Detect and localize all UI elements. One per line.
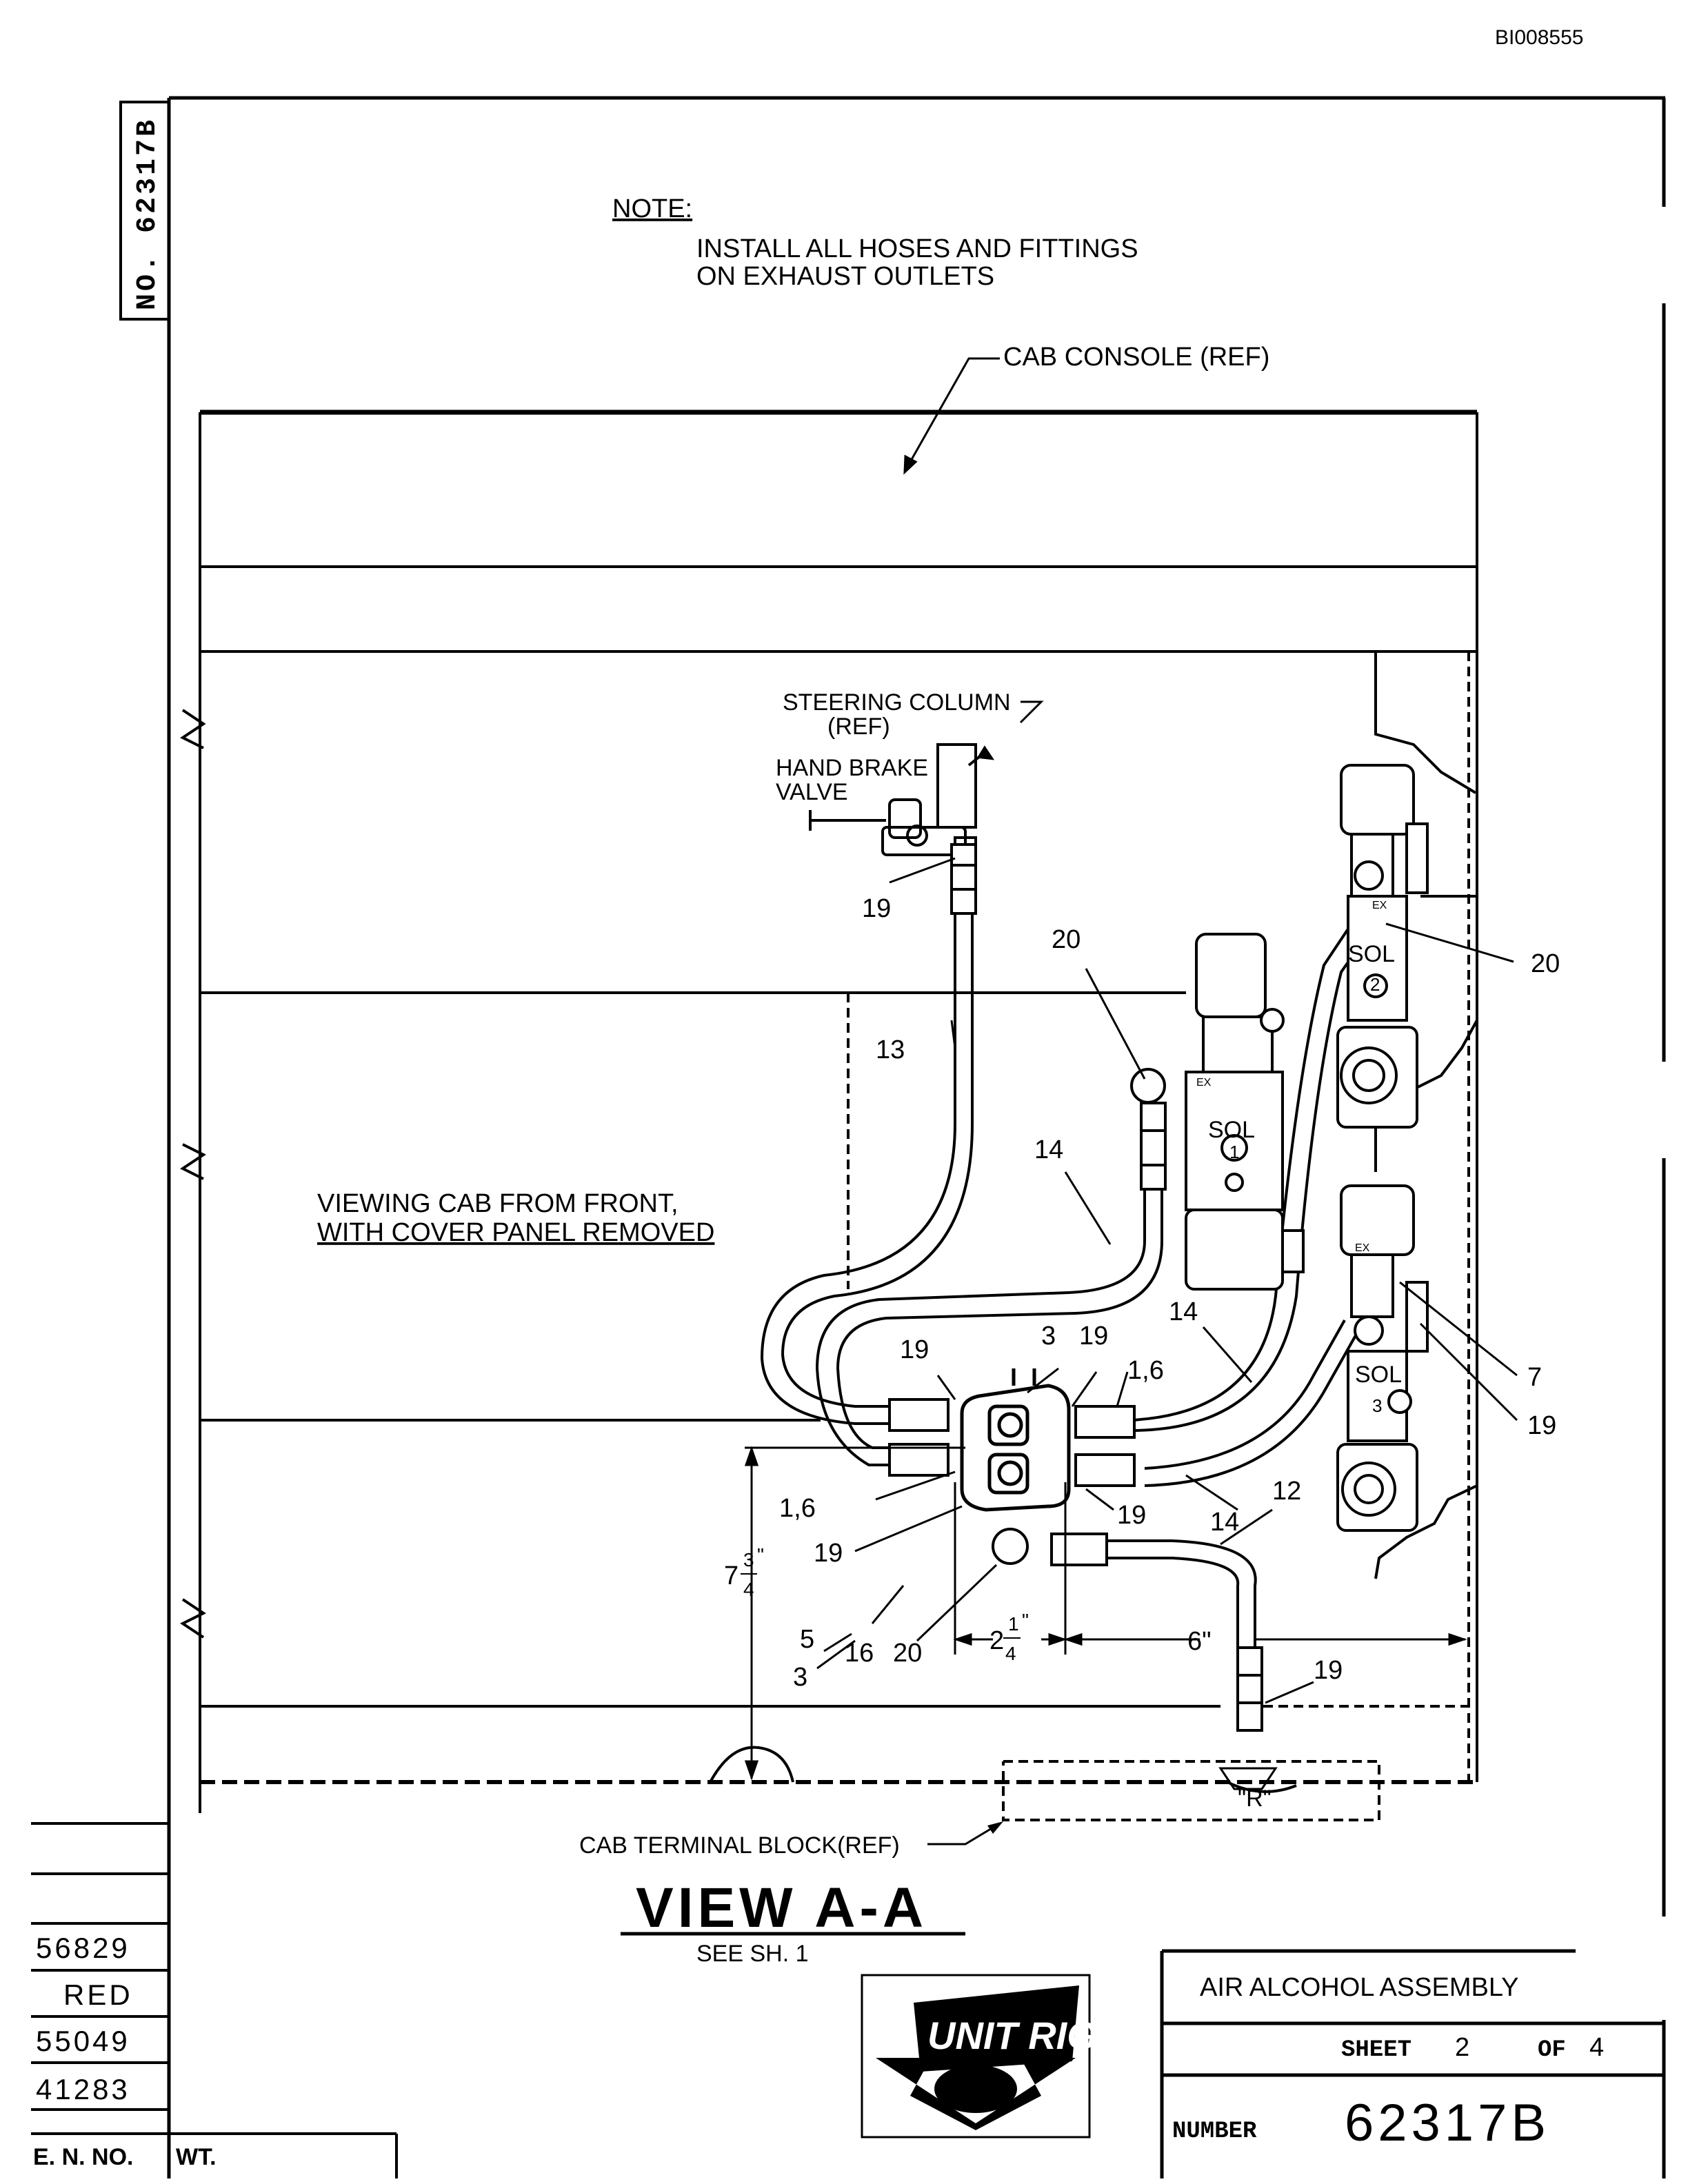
solenoid-valve-2 — [1336, 764, 1429, 1129]
cab-terminal-block-label: CAB TERMINAL BLOCK(REF) — [579, 1832, 900, 1859]
sol2-ex: EX — [1372, 900, 1387, 911]
dimension-lines — [744, 1446, 1467, 1781]
hand-brake-label-1: HAND BRAKE — [776, 755, 928, 781]
steering-column-leader — [1019, 700, 1044, 724]
revision-row-1: 56829 — [36, 1932, 130, 1964]
item-1-6-right: 1,6 — [1127, 1356, 1164, 1385]
wt-label: WT. — [176, 2144, 217, 2170]
item-16: 16 — [845, 1639, 874, 1668]
terminal-block-arrow — [987, 1821, 1003, 1834]
hose-fittings — [888, 843, 1263, 1732]
sol2-number: 2 — [1370, 974, 1380, 995]
terminal-block-leader — [927, 1822, 1001, 1846]
dim-6: 6" — [1187, 1627, 1212, 1656]
sol1-number: 1 — [1229, 1142, 1239, 1162]
item-7: 7 — [1527, 1363, 1542, 1392]
item-19-left: 19 — [900, 1335, 929, 1364]
sol3-label: SOL — [1355, 1362, 1402, 1388]
hand-brake-label-2: VALVE — [776, 779, 848, 805]
unit-rig-logo: UNIT RIG — [861, 1974, 1097, 2138]
steering-column-label-2: (REF) — [827, 714, 890, 740]
view-title: VIEW A-A — [636, 1877, 927, 1939]
revision-row-2: RED — [63, 1979, 133, 2011]
view-see-sheet: SEE SH. 1 — [696, 1941, 809, 1967]
item-13: 13 — [876, 1035, 905, 1064]
viewing-note-2: WITH COVER PANEL REMOVED — [317, 1218, 714, 1247]
solenoid-valve-3 — [1336, 1184, 1429, 1532]
item-14-a: 14 — [1034, 1135, 1063, 1164]
revision-row-3: 55049 — [36, 2025, 130, 2057]
of-label: OF — [1538, 2037, 1566, 2063]
item-1-6-left: 1,6 — [779, 1494, 816, 1523]
dim-2-inch: " — [1022, 1610, 1029, 1631]
sol2-label: SOL — [1348, 941, 1395, 967]
dim-2-den: 4 — [1005, 1643, 1016, 1664]
dim-7-den: 4 — [743, 1579, 754, 1600]
sheet-total: 4 — [1589, 2033, 1604, 2062]
item-14-b: 14 — [1169, 1297, 1198, 1326]
note-line-1: INSTALL ALL HOSES AND FITTINGS — [696, 234, 1138, 263]
dim-7-num: 3 — [743, 1549, 754, 1570]
item-19-bottom: 19 — [1314, 1656, 1343, 1685]
dim-2-whole: 2 — [989, 1626, 1004, 1655]
item-20-right: 20 — [1531, 949, 1560, 978]
sol3-ex: EX — [1355, 1242, 1370, 1254]
manifold-block — [960, 1368, 1071, 1512]
item-12: 12 — [1272, 1477, 1301, 1506]
title-block-title: AIR ALCOHOL ASSEMBLY — [1200, 1973, 1519, 2002]
dim-7-inch: " — [757, 1544, 764, 1566]
sol1-label: SOL — [1208, 1117, 1255, 1143]
document-id: BI008555 — [1495, 26, 1583, 49]
dim-7-whole: 7 — [724, 1561, 738, 1590]
item-20-mid: 20 — [1052, 925, 1081, 954]
sol1-ex: EX — [1196, 1077, 1212, 1089]
note-heading: NOTE: — [612, 194, 692, 223]
sol3-number: 3 — [1372, 1395, 1382, 1416]
drawing-number: 62317B — [1345, 2094, 1550, 2152]
revision-row-4: 41283 — [36, 2073, 130, 2105]
item-19-right: 19 — [1527, 1411, 1556, 1440]
cab-structure — [199, 410, 1478, 1821]
drawing-number-vertical: NO. 62317B — [132, 117, 163, 310]
viewing-note-1: VIEWING CAB FROM FRONT, — [317, 1189, 679, 1218]
item-14-c: 14 — [1210, 1508, 1239, 1537]
item-19-topmid: 19 — [1079, 1322, 1108, 1351]
item-20-bottom: 20 — [893, 1639, 922, 1668]
revision-block — [31, 1822, 398, 2178]
item-19-top: 19 — [862, 894, 891, 923]
note-line-2: ON EXHAUST OUTLETS — [696, 262, 994, 291]
number-label: NUMBER — [1172, 2119, 1257, 2145]
break-symbols — [180, 709, 206, 1639]
steering-column — [936, 743, 995, 829]
sheet-label: SHEET — [1341, 2037, 1411, 2063]
item-leaders — [816, 857, 1518, 1704]
title-block — [1160, 1949, 1666, 2178]
r-marker-funnel — [1218, 1767, 1278, 1790]
en-no-label: E. N. NO. — [33, 2144, 133, 2170]
item-3-bottom: 3 — [793, 1663, 807, 1692]
item-3-top: 3 — [1041, 1322, 1056, 1351]
hand-brake-valve — [809, 798, 977, 863]
drawing-number-tab: NO. 62317B — [119, 101, 170, 321]
dim-2-num: 1 — [1008, 1613, 1019, 1635]
steering-column-label-1: STEERING COLUMN — [783, 689, 1011, 716]
logo-text: UNIT RIG — [927, 2014, 1097, 2057]
item-19-mid: 19 — [1117, 1501, 1146, 1530]
sheet-border — [167, 96, 1666, 2178]
cab-console-leader — [903, 357, 1000, 475]
solenoid-valve-1 — [1130, 933, 1305, 1291]
item-19-lower: 19 — [814, 1539, 843, 1568]
cab-console-label: CAB CONSOLE (REF) — [1003, 343, 1269, 372]
sheet-number: 2 — [1455, 2033, 1469, 2062]
item-5: 5 — [800, 1625, 814, 1654]
